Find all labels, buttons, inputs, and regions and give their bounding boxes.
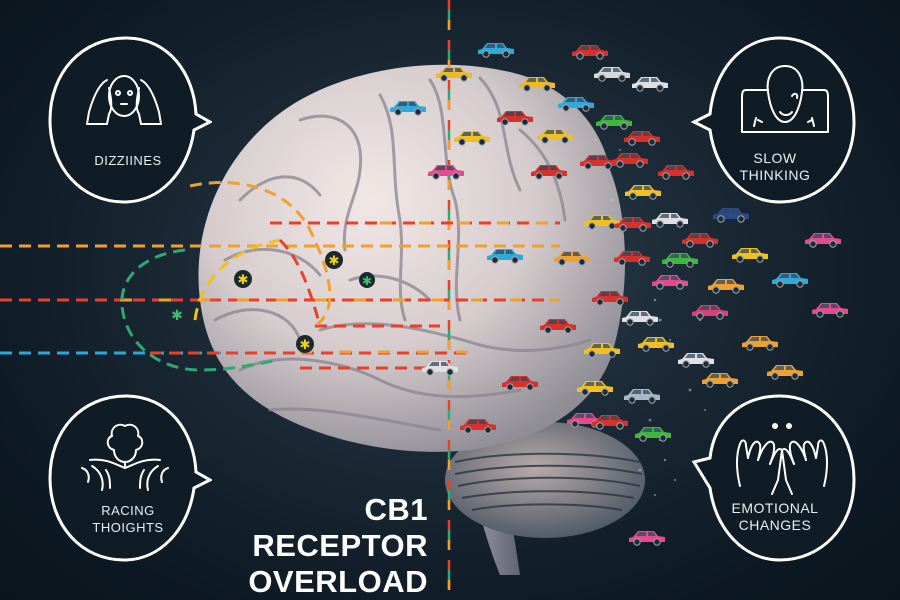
- car-icon: [575, 378, 615, 401]
- car-icon: [578, 152, 618, 175]
- car-icon: [810, 300, 850, 323]
- hands-on-head-icon: [86, 75, 162, 125]
- car-icon: [529, 162, 569, 185]
- car-icon: [610, 150, 650, 173]
- symptom-label: RACING THOIGHTS: [92, 503, 164, 535]
- page-title: CB1 RECEPTOR OVERLOAD: [200, 492, 428, 600]
- speech-bubble-outline: [48, 36, 212, 204]
- car-icon: [680, 230, 720, 253]
- svg-text:✱: ✱: [362, 274, 372, 288]
- symptom-bubble-dizziness: DIZZIINES: [44, 34, 212, 206]
- car-icon: [538, 316, 578, 339]
- car-icon: [676, 350, 716, 373]
- symptom-bubble-emotional-changes: EMOTIONAL CHANGES: [690, 392, 860, 564]
- car-icon: [500, 373, 540, 396]
- car-icon: [476, 40, 516, 63]
- car-icon: [740, 333, 780, 356]
- hands-covering-face-icon: [736, 423, 828, 495]
- car-icon: [552, 248, 592, 271]
- car-icon: [650, 272, 690, 295]
- car-icon: [495, 108, 535, 131]
- car-icon: [660, 250, 700, 273]
- car-icon: [594, 112, 634, 135]
- car-icon: [613, 214, 653, 237]
- car-icon: [612, 248, 652, 271]
- car-icon: [458, 416, 498, 439]
- car-icon: [650, 210, 690, 233]
- car-icon: [633, 424, 673, 447]
- car-icon: [592, 64, 632, 87]
- symptom-bubble-racing-thoughts: RACING THOIGHTS: [44, 392, 212, 564]
- symptom-label: EMOTIONAL CHANGES: [731, 500, 819, 533]
- svg-text:✱: ✱: [300, 338, 311, 353]
- svg-text:✱: ✱: [171, 308, 183, 324]
- car-icon: [570, 42, 610, 65]
- svg-text:✱: ✱: [329, 254, 340, 269]
- symptom-label: SLOW THINKING: [739, 150, 811, 183]
- car-icon: [622, 128, 662, 151]
- car-icon: [730, 245, 770, 268]
- symptom-bubble-slow-thinking: SLOW THINKING: [690, 34, 860, 206]
- car-icon: [485, 246, 525, 269]
- car-icon: [620, 308, 660, 331]
- car-icon: [803, 230, 843, 253]
- car-icon: [622, 386, 662, 409]
- speech-bubble-outline: [690, 36, 856, 204]
- car-icon: [630, 74, 670, 97]
- title-line-1: CB1 RECEPTOR: [252, 492, 428, 563]
- car-icon: [582, 340, 622, 363]
- neural-pathways: [0, 181, 560, 372]
- car-icon: [535, 126, 575, 149]
- car-icon: [636, 334, 676, 357]
- car-icon: [690, 302, 730, 325]
- cerebrum: [198, 64, 625, 452]
- speech-bubble-outline: [48, 394, 212, 562]
- title-line-2: OVERLOAD: [248, 564, 428, 599]
- car-icon: [420, 358, 460, 381]
- car-icon: [700, 370, 740, 393]
- car-icon: [590, 412, 630, 435]
- car-icon: [627, 528, 667, 551]
- car-icon: [770, 270, 810, 293]
- car-icon: [623, 182, 663, 205]
- car-icon: [582, 212, 622, 235]
- person-waves-icon: [81, 423, 169, 491]
- receptor-markers: ✱ ✱ ✱ ✱ ✱: [171, 251, 375, 353]
- car-icon: [452, 128, 492, 151]
- slumped-person-icon: [741, 65, 829, 133]
- speech-bubble-outline: [691, 394, 856, 562]
- car-icon: [388, 98, 428, 121]
- car-icon: [706, 276, 746, 299]
- car-icon: [656, 162, 696, 185]
- car-icon: [556, 94, 596, 117]
- cerebellum: [445, 422, 645, 538]
- car-icon: [426, 162, 466, 185]
- symptom-label: DIZZIINES: [94, 153, 162, 168]
- car-icon: [590, 288, 630, 311]
- car-icon: [711, 205, 751, 228]
- car-icon: [517, 74, 557, 97]
- svg-text:✱: ✱: [238, 273, 249, 288]
- car-icon: [765, 362, 805, 385]
- car-icon: [434, 64, 474, 87]
